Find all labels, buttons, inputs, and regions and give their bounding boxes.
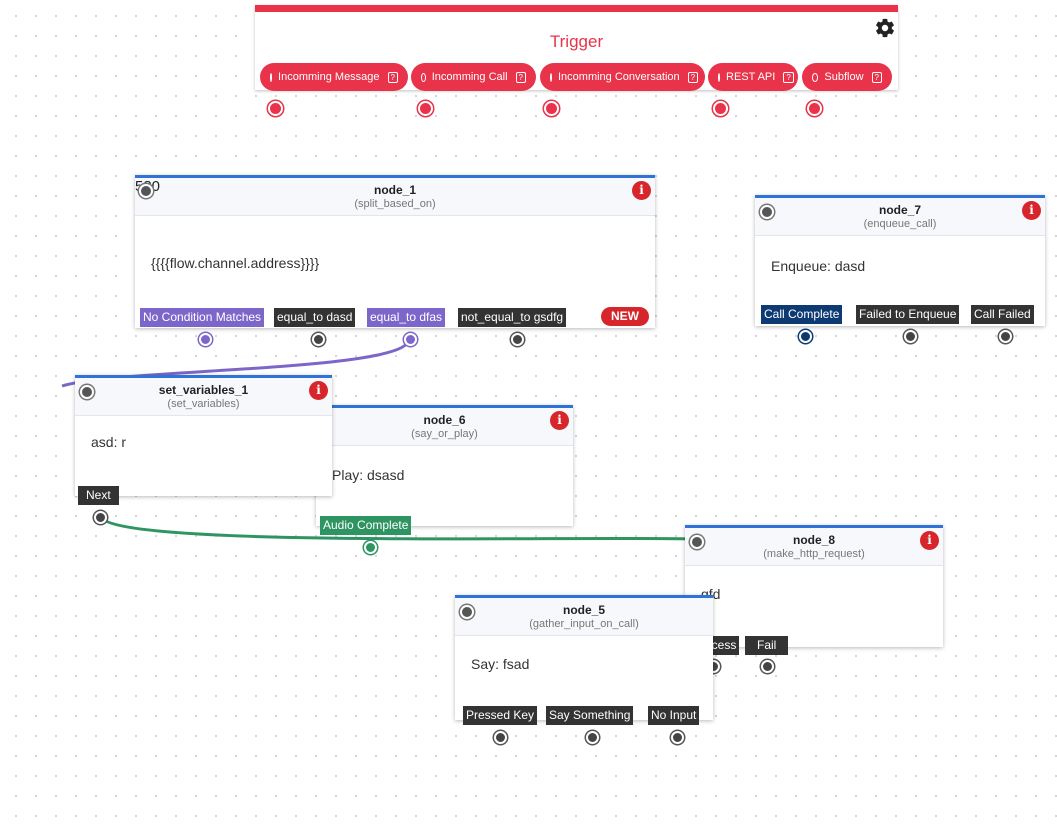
output-no-input[interactable]: No Input <box>648 706 700 725</box>
output-pressed-key[interactable]: Pressed Key <box>463 706 538 725</box>
pill-label: Incomming Message <box>278 71 380 83</box>
node-header: node_1 (split_based_on) <box>135 178 655 216</box>
gear-icon[interactable] <box>874 17 896 39</box>
port-equal-to-dasd[interactable] <box>312 333 325 346</box>
node-type: (say_or_play) <box>411 428 478 440</box>
radio-icon <box>421 72 426 82</box>
info-icon[interactable]: i <box>920 531 939 550</box>
node-7-card[interactable]: node_7 (enqueue_call) i Enqueue: dasd <box>755 195 1045 326</box>
help-icon[interactable]: ? <box>871 71 882 83</box>
output-fail[interactable]: Fail <box>745 636 789 655</box>
port-no-input[interactable] <box>671 731 684 744</box>
node-body: {{{{flow.channel.address}}}} <box>151 255 320 271</box>
trigger-port-subflow[interactable] <box>807 101 822 116</box>
node-name: set_variables_1 <box>158 383 249 397</box>
trigger-subflow[interactable]: Subflow ? <box>802 63 892 91</box>
node-header: node_7 (enqueue_call) <box>755 198 1045 236</box>
help-icon[interactable]: ? <box>783 71 794 83</box>
output-call-failed[interactable]: Call Failed <box>971 305 1034 324</box>
pill-label: Incomming Call <box>431 71 508 83</box>
port-call-complete[interactable] <box>799 330 812 343</box>
trigger-incoming-message[interactable]: Incomming Message ? <box>260 63 408 91</box>
info-icon[interactable]: i <box>309 381 328 400</box>
trigger-incoming-conversation[interactable]: Incomming Conversation ? <box>540 63 705 91</box>
node-name: node_7 <box>878 203 921 217</box>
output-say-something[interactable]: Say Something <box>546 706 634 725</box>
node-body: Play: dsasd <box>332 467 405 483</box>
help-icon[interactable]: ? <box>515 71 526 83</box>
output-next[interactable]: Next <box>78 486 119 505</box>
node-name: node_8 <box>792 533 835 547</box>
trigger-port-incoming-conversation[interactable] <box>544 101 559 116</box>
node-body: Enqueue: dasd <box>771 258 866 274</box>
trigger-port-incoming-message[interactable] <box>268 101 283 116</box>
node-7-input-port[interactable] <box>760 205 774 219</box>
info-icon[interactable]: i <box>1022 201 1041 220</box>
output-audio-complete[interactable]: Audio Complete <box>320 516 412 535</box>
help-icon[interactable]: ? <box>687 71 699 83</box>
node-5-card[interactable]: node_5 (gather_input_on_call) Say: fsad <box>455 595 713 720</box>
port-next[interactable] <box>94 511 107 524</box>
port-fail[interactable] <box>761 660 774 673</box>
new-output-button[interactable]: NEW <box>601 307 649 326</box>
node-type: (gather_input_on_call) <box>529 618 639 630</box>
set-variables-1-input-port[interactable] <box>80 385 94 399</box>
output-failed-to-enqueue[interactable]: Failed to Enqueue <box>856 305 960 324</box>
node-type: (set_variables) <box>167 398 240 410</box>
port-call-failed[interactable] <box>999 330 1012 343</box>
node-name: node_6 <box>423 413 466 427</box>
help-icon[interactable]: ? <box>387 71 398 83</box>
node-8-input-port[interactable] <box>690 535 704 549</box>
output-equal-to-dfas[interactable]: equal_to dfas <box>367 308 446 327</box>
trigger-port-incoming-call[interactable] <box>418 101 433 116</box>
node-1-card[interactable]: node_1 (split_based_on) i {{{{flow.chann… <box>135 175 655 328</box>
node-header: node_5 (gather_input_on_call) <box>455 598 713 636</box>
output-equal-to-dasd[interactable]: equal_to dasd <box>274 308 356 327</box>
radio-icon <box>812 72 819 82</box>
radio-icon <box>718 72 720 82</box>
pill-label: Subflow <box>824 71 864 83</box>
output-call-complete[interactable]: Call Complete <box>761 305 843 324</box>
node-body: asd: r <box>91 434 127 450</box>
port-not-equal-to-gsdfg[interactable] <box>511 333 524 346</box>
output-no-condition-matches[interactable]: No Condition Matches <box>140 308 265 327</box>
node-type: (make_http_request) <box>763 548 865 560</box>
node-5-input-port[interactable] <box>460 605 474 619</box>
output-not-equal-to-gsdfg[interactable]: not_equal_to gsdfg <box>458 308 567 327</box>
node-header: node_8 (make_http_request) <box>685 528 943 566</box>
node-8-card[interactable]: node_8 (make_http_request) i gfd <box>685 525 943 647</box>
node-header: node_6 (say_or_play) <box>316 408 573 446</box>
port-pressed-key[interactable] <box>494 731 507 744</box>
info-icon[interactable]: i <box>550 411 569 430</box>
radio-icon <box>270 72 273 82</box>
node-type: (split_based_on) <box>354 198 436 210</box>
node-name: node_5 <box>562 603 605 617</box>
radio-icon <box>550 72 552 82</box>
trigger-incoming-call[interactable]: Incomming Call ? <box>411 63 536 91</box>
info-icon[interactable]: i <box>632 181 651 200</box>
set-variables-1-card[interactable]: set_variables_1 (set_variables) i asd: r <box>75 375 332 496</box>
node-type: (enqueue_call) <box>863 218 937 230</box>
port-no-condition-matches[interactable] <box>199 333 212 346</box>
port-failed-to-enqueue[interactable] <box>904 330 917 343</box>
pill-label: REST API <box>726 71 776 83</box>
node-body: Say: fsad <box>471 656 530 672</box>
port-equal-to-dfas[interactable] <box>404 333 417 346</box>
node-1-input-port[interactable] <box>139 184 153 198</box>
node-name: node_1 <box>373 183 416 197</box>
trigger-rest-api[interactable]: REST API ? <box>708 63 798 91</box>
trigger-title: Trigger <box>549 32 604 51</box>
node-6-card[interactable]: node_6 (say_or_play) i Play: dsasd <box>316 405 573 526</box>
port-audio-complete[interactable] <box>364 541 377 554</box>
pill-label: Incomming Conversation <box>558 71 680 83</box>
trigger-port-rest-api[interactable] <box>713 101 728 116</box>
port-say-something[interactable] <box>586 731 599 744</box>
node-header: set_variables_1 (set_variables) <box>75 378 332 416</box>
